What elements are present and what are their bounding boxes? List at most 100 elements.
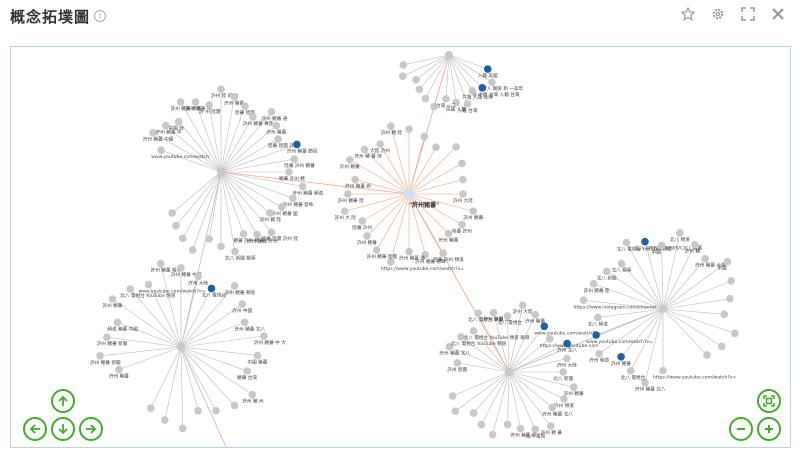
graph-node[interactable]	[260, 332, 268, 340]
graph-node[interactable]	[266, 209, 274, 217]
fullscreen-icon[interactable]	[740, 6, 756, 22]
graph-node[interactable]	[474, 309, 482, 317]
graph-node[interactable]	[421, 94, 430, 103]
graph-node[interactable]	[274, 135, 282, 143]
graph-node[interactable]	[488, 78, 496, 86]
zoom-in-button[interactable]	[757, 417, 781, 441]
graph-node[interactable]	[412, 75, 420, 84]
graph-node[interactable]	[478, 84, 487, 92]
graph-node[interactable]	[126, 285, 135, 293]
info-icon[interactable]: i	[94, 10, 106, 22]
graph-node[interactable]	[657, 241, 666, 250]
graph-node[interactable]	[463, 100, 472, 108]
graph-node[interactable]	[272, 121, 281, 130]
graph-node[interactable]	[720, 310, 729, 319]
graph-node[interactable]	[248, 390, 257, 399]
graph-node[interactable]	[194, 272, 203, 281]
graph-node[interactable]	[717, 342, 726, 351]
graph-node[interactable]	[723, 257, 732, 266]
graph-node[interactable]	[469, 207, 478, 216]
topology-graph[interactable]: 入籍 美國資入 風險 和 一美年移 中國 台灣 入籍 台灣戶籍 入籍 台灣入籍 …	[10, 46, 791, 448]
graph-node[interactable]	[641, 237, 649, 246]
graph-node[interactable]	[249, 112, 257, 121]
graph-node[interactable]	[177, 264, 185, 272]
graph-node[interactable]	[267, 107, 276, 116]
graph-node[interactable]	[103, 333, 111, 342]
graph-node[interactable]	[344, 190, 352, 198]
graph-node[interactable]	[569, 383, 578, 391]
graph-node[interactable]	[405, 125, 413, 133]
graph-node[interactable]	[540, 322, 549, 331]
graph-node[interactable]	[360, 145, 369, 154]
graph-node[interactable]	[592, 331, 600, 339]
graph-node[interactable]	[277, 203, 286, 211]
graph-node[interactable]	[415, 85, 424, 94]
graph-node[interactable]	[452, 143, 460, 151]
graph-node[interactable]	[676, 229, 684, 237]
graph-node[interactable]	[563, 354, 571, 363]
graph-node[interactable]	[589, 279, 598, 288]
graph-node[interactable]	[253, 230, 261, 239]
graph-node[interactable]	[430, 102, 438, 111]
pan-up-button[interactable]	[51, 389, 75, 413]
graph-node[interactable]	[531, 310, 540, 319]
graph-node[interactable]	[387, 258, 395, 266]
graph-node[interactable]	[172, 221, 180, 230]
graph-node[interactable]	[351, 175, 359, 184]
graph-node[interactable]	[399, 61, 408, 69]
graph-node[interactable]	[340, 207, 349, 216]
graph-node[interactable]	[477, 420, 486, 429]
graph-node[interactable]	[298, 182, 307, 191]
graph-node[interactable]	[149, 128, 157, 137]
graph-node[interactable]	[176, 98, 185, 106]
graph-node[interactable]	[376, 140, 385, 148]
graph-node[interactable]	[458, 159, 466, 168]
graph-node[interactable]	[560, 395, 568, 403]
graph-node[interactable]	[345, 156, 354, 164]
graph-node[interactable]	[363, 232, 371, 240]
graph-node[interactable]	[231, 247, 239, 256]
graph-node[interactable]	[459, 190, 467, 198]
graph-node[interactable]	[421, 251, 430, 259]
graph-node[interactable]	[469, 327, 478, 335]
graph-node[interactable]	[113, 318, 122, 327]
graph-node[interactable]	[483, 65, 492, 73]
hub-node[interactable]	[177, 343, 185, 351]
graph-node[interactable]	[503, 420, 512, 429]
graph-node[interactable]	[727, 276, 735, 285]
graph-node[interactable]	[622, 238, 631, 247]
graph-node[interactable]	[546, 422, 555, 430]
graph-node[interactable]	[240, 318, 249, 327]
graph-node[interactable]	[701, 254, 709, 263]
graph-node[interactable]	[372, 246, 381, 254]
graph-node[interactable]	[147, 404, 155, 412]
graph-node[interactable]	[217, 242, 225, 251]
graph-node[interactable]	[453, 359, 462, 367]
graph-node[interactable]	[489, 308, 498, 317]
graph-node[interactable]	[267, 228, 276, 237]
graph-node[interactable]	[559, 368, 568, 376]
graph-node[interactable]	[230, 282, 239, 290]
graph-node[interactable]	[358, 217, 367, 225]
graph-node[interactable]	[108, 295, 117, 303]
graph-node[interactable]	[212, 406, 220, 415]
hub-node[interactable]	[659, 305, 667, 313]
graph-node[interactable]	[405, 247, 413, 256]
star-icon[interactable]	[680, 6, 696, 22]
graph-node[interactable]	[115, 365, 123, 374]
graph-node[interactable]	[161, 121, 170, 130]
graph-node[interactable]	[191, 98, 200, 106]
graph-node[interactable]	[703, 351, 711, 359]
graph-node[interactable]	[516, 424, 525, 433]
pan-down-button[interactable]	[51, 417, 75, 441]
graph-node[interactable]	[545, 334, 554, 343]
graph-node[interactable]	[253, 351, 262, 360]
graph-node[interactable]	[451, 407, 460, 416]
graph-node[interactable]	[241, 102, 249, 110]
graph-node[interactable]	[617, 352, 625, 361]
graph-node[interactable]	[457, 333, 465, 341]
graph-node[interactable]	[230, 92, 239, 101]
graph-node[interactable]	[726, 294, 734, 303]
graph-node[interactable]	[230, 401, 239, 410]
